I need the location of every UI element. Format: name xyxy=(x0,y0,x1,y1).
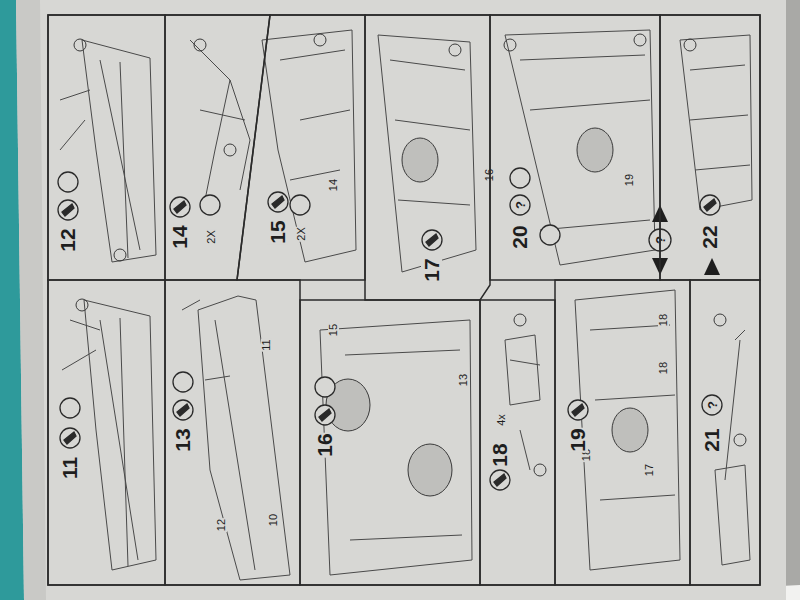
label-holder: 15 xyxy=(323,323,341,337)
step-number-holder: 16 xyxy=(314,432,336,457)
part-number: 17 xyxy=(644,463,655,477)
part-drawing xyxy=(505,335,540,470)
step-number-holder: 22 xyxy=(699,224,721,249)
engine-intake xyxy=(577,128,613,172)
label-holder: 10 xyxy=(263,513,281,527)
step-number: 16 xyxy=(314,432,335,457)
panel-outline xyxy=(48,280,165,585)
label-holder: 18 xyxy=(653,313,671,327)
page-frame xyxy=(48,15,760,585)
step-number-holder: 19 xyxy=(567,427,589,452)
panel-outline xyxy=(237,15,365,280)
part-number: 12 xyxy=(216,518,227,532)
step-panel: 16 xyxy=(300,300,480,585)
label-holder: 16 xyxy=(479,168,497,182)
step-number-holder: 20 xyxy=(509,224,531,249)
step-number-holder: 15 xyxy=(267,219,289,244)
part-number: 14 xyxy=(328,178,339,192)
part-number: 18 xyxy=(658,361,669,375)
assembly-drawing xyxy=(505,30,655,265)
paper-shadow xyxy=(16,0,46,600)
step-panel: 18 xyxy=(480,300,555,585)
label-holder: 19 xyxy=(619,173,637,187)
step-number-holder: 12 xyxy=(57,227,79,252)
engine-intakes xyxy=(326,128,648,496)
label-holder: 13 xyxy=(453,373,471,387)
step-number: 22 xyxy=(699,224,720,249)
paper-sheet xyxy=(16,0,786,600)
step-number: 21 xyxy=(701,427,722,452)
line-drawings xyxy=(60,30,752,580)
step-panel: 11 xyxy=(48,280,165,585)
part-number-circles xyxy=(74,34,746,476)
part-number: 10 xyxy=(268,513,279,527)
step-number-holder: 21 xyxy=(701,427,723,452)
step-number-holder: 11 xyxy=(59,456,81,480)
next-page xyxy=(785,0,800,600)
step-panel: 12 xyxy=(48,15,165,280)
part-number: 11 xyxy=(261,338,272,351)
engine-intake xyxy=(408,444,452,496)
step-number-holder: 14 xyxy=(169,224,191,249)
tailplane-drawing xyxy=(182,296,290,580)
step-number: 13 xyxy=(172,427,193,452)
step-number-holder: 17 xyxy=(421,257,443,282)
step-number: 12 xyxy=(57,227,78,252)
step-number: 11 xyxy=(59,456,80,480)
label-holder: 18 xyxy=(653,361,671,375)
assembly-drawing xyxy=(680,35,752,210)
part-number: 18 xyxy=(658,313,669,327)
label-holder: ? xyxy=(703,400,721,410)
step-panel: 13 xyxy=(165,280,300,585)
step-number-holder: 13 xyxy=(172,427,194,452)
engine-intake xyxy=(402,138,438,182)
wing-drawing xyxy=(62,300,156,570)
step-panel: 19 xyxy=(555,280,690,585)
question-mark: ? xyxy=(514,200,527,210)
arrow-heads xyxy=(652,205,720,275)
label-holder: 2X xyxy=(291,226,309,241)
step-panel: 22 xyxy=(660,15,760,280)
glue-icons xyxy=(58,168,722,490)
fuselage-drawing xyxy=(575,290,680,570)
step-panel: 21 xyxy=(690,280,760,585)
step-number: 19 xyxy=(567,427,588,452)
step-panel: 20 xyxy=(490,15,660,280)
part-number: 15 xyxy=(328,323,339,337)
step-panel: 15 xyxy=(237,15,365,280)
engine-intake xyxy=(612,408,648,452)
label-holder: 4x xyxy=(491,413,509,427)
label-holder: 11 xyxy=(256,338,274,351)
label-holder: 17 xyxy=(639,463,657,477)
step-number: 15 xyxy=(267,219,288,244)
step-number: 17 xyxy=(421,257,442,282)
step-number-holder: 18 xyxy=(489,442,511,467)
landing-gear-drawing xyxy=(190,40,250,200)
part-number: 4x xyxy=(496,413,507,427)
step-number: 14 xyxy=(169,224,190,249)
question-mark: ? xyxy=(706,400,719,410)
step-number: 20 xyxy=(509,224,530,249)
label-holder: ? xyxy=(511,200,529,210)
part-number: 2X xyxy=(296,226,307,241)
part-number: 13 xyxy=(458,373,469,387)
step-panel: 17 xyxy=(365,15,490,300)
nose-section-drawing xyxy=(378,35,476,272)
label-holder: 14 xyxy=(323,178,341,192)
fuselage-drawing xyxy=(262,30,356,262)
label-holder: 2X xyxy=(201,229,219,244)
step-number: 18 xyxy=(489,442,510,467)
engine-nacelle-drawing xyxy=(320,320,472,575)
part-number: 19 xyxy=(624,173,635,187)
part-number: 2X xyxy=(206,229,217,244)
label-holder: 12 xyxy=(211,518,229,532)
